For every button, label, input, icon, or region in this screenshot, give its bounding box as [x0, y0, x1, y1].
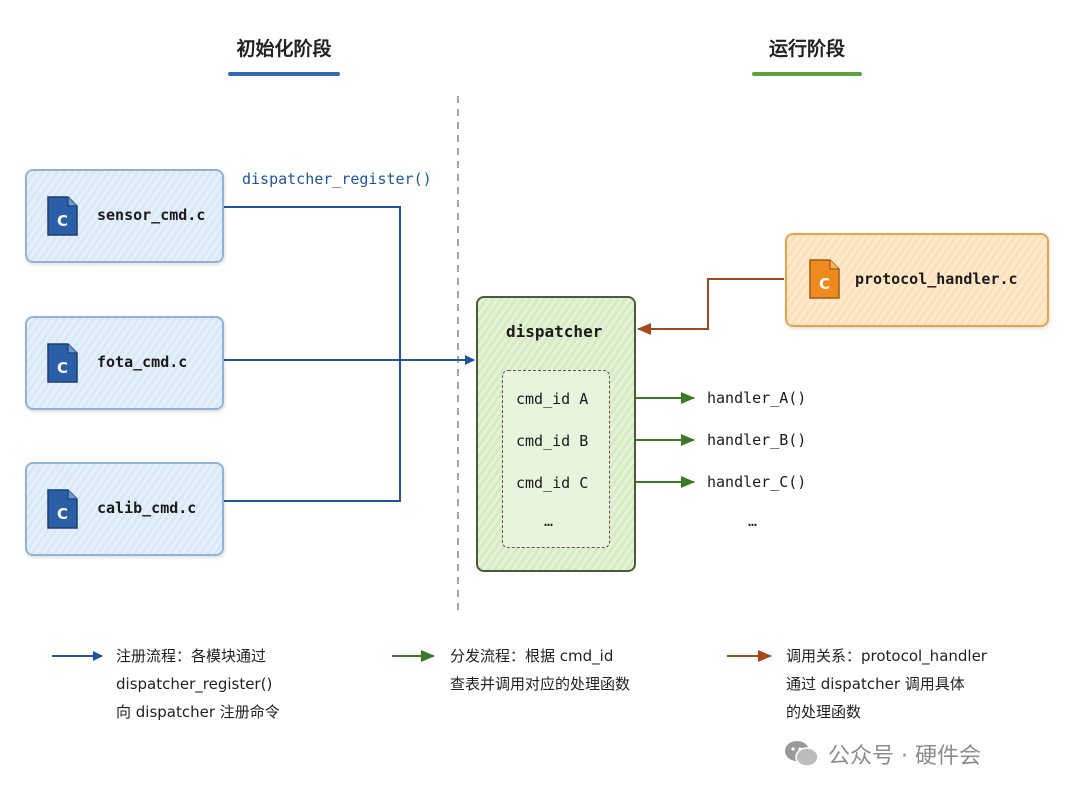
- legend-dispatch-line: 查表并调用对应的处理函数: [450, 675, 631, 693]
- dispatcher-title: dispatcher: [506, 322, 603, 341]
- handler-a: handler_A(): [707, 389, 807, 407]
- cmd-id-c: cmd_id C: [516, 474, 589, 492]
- legend-call: 调用关系：protocol_handler 通过 dispatcher 调用具体…: [786, 642, 987, 726]
- legend-register-line: dispatcher_register(): [116, 675, 273, 693]
- c-file-icon: C: [47, 489, 78, 529]
- watermark: 公众号 · 硬件会: [784, 736, 981, 772]
- init-phase-title: 初始化阶段: [236, 38, 332, 60]
- svg-text:C: C: [819, 275, 830, 293]
- legend-dispatch-line: 分发流程：根据 cmd_id: [450, 647, 614, 665]
- legend-register: 注册流程：各模块通过 dispatcher_register() 向 dispa…: [116, 642, 280, 726]
- run-phase-title: 运行阶段: [768, 38, 845, 60]
- legend-call-line: 调用关系：protocol_handler: [786, 647, 987, 665]
- run-phase-underline: [752, 72, 862, 76]
- register-line-sensor: [221, 206, 401, 360]
- file-box-calib: C calib_cmd.c: [25, 462, 224, 556]
- wechat-icon: [785, 741, 819, 767]
- register-line-calib: [221, 360, 401, 502]
- legend-register-line: 向 dispatcher 注册命令: [116, 703, 280, 721]
- file-box-fota: C fota_cmd.c: [25, 316, 224, 410]
- c-file-icon: C: [47, 196, 78, 236]
- file-name: calib_cmd.c: [97, 499, 197, 517]
- cmd-table: [502, 370, 610, 548]
- register-func-label: dispatcher_register(): [242, 170, 432, 188]
- legend-dispatch: 分发流程：根据 cmd_id 查表并调用对应的处理函数: [450, 642, 630, 698]
- legend-register-line: 注册流程：各模块通过: [116, 647, 267, 665]
- file-name: fota_cmd.c: [97, 353, 188, 371]
- handler-c: handler_C(): [707, 473, 807, 491]
- file-name: sensor_cmd.c: [97, 206, 206, 224]
- legend-call-line: 的处理函数: [786, 703, 862, 721]
- call-arrow: [637, 278, 784, 335]
- handler-b: handler_B(): [707, 431, 807, 449]
- cmd-id-a: cmd_id A: [516, 390, 589, 408]
- protocol-handler-box: C protocol_handler.c: [785, 233, 1049, 327]
- protocol-file-name: protocol_handler.c: [855, 270, 1018, 288]
- handler-more: …: [748, 512, 758, 530]
- c-file-icon: C: [47, 343, 78, 383]
- cmd-id-more: …: [544, 512, 554, 530]
- svg-text:C: C: [57, 505, 68, 523]
- watermark-text: 公众号 · 硬件会: [828, 744, 981, 769]
- svg-text:C: C: [57, 359, 68, 377]
- dispatcher-box: dispatcher cmd_id A cmd_id B cmd_id C …: [476, 296, 636, 572]
- svg-text:C: C: [57, 212, 68, 230]
- init-phase-underline: [228, 72, 340, 76]
- cmd-id-b: cmd_id B: [516, 432, 589, 450]
- c-file-icon: C: [809, 259, 840, 299]
- legend-call-line: 通过 dispatcher 调用具体: [786, 675, 965, 693]
- file-box-sensor: C sensor_cmd.c: [25, 169, 224, 263]
